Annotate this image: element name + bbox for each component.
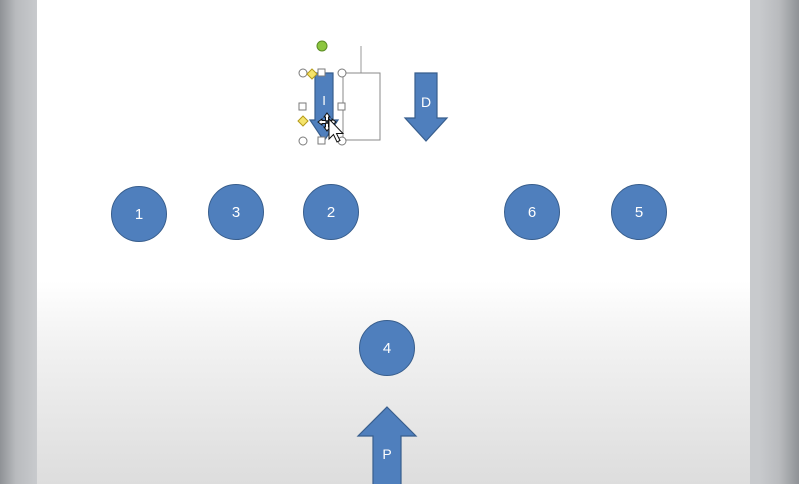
resize-handle-top-left[interactable] (298, 68, 308, 78)
adjust-handle-top[interactable] (306, 68, 318, 80)
circle-label-1: 1 (134, 205, 144, 223)
slide-canvas[interactable]: 1 3 2 6 5 4 D P I (37, 0, 750, 484)
resize-handle-left[interactable] (298, 102, 308, 112)
circle-label-4: 4 (382, 339, 392, 357)
circle-label-2: 2 (326, 203, 336, 221)
circle-shape-1[interactable]: 1 (111, 186, 167, 242)
resize-handle-bottom-left[interactable] (298, 136, 308, 146)
resize-handle-right[interactable] (337, 102, 347, 112)
circle-shape-4[interactable]: 4 (359, 320, 415, 376)
move-cursor-icon (317, 112, 345, 143)
resize-handle-bottom[interactable] (317, 136, 327, 146)
circle-shape-3[interactable]: 3 (208, 184, 264, 240)
adjust-handle-bottom[interactable] (297, 115, 309, 127)
rotation-handle[interactable] (316, 40, 328, 52)
circle-shape-2[interactable]: 2 (303, 184, 359, 240)
circle-label-6: 6 (527, 203, 537, 221)
circle-shape-5[interactable]: 5 (611, 184, 667, 240)
resize-handle-top[interactable] (317, 68, 327, 78)
circle-label-5: 5 (634, 203, 644, 221)
circle-label-3: 3 (231, 203, 241, 221)
circle-shape-6[interactable]: 6 (504, 184, 560, 240)
resize-handle-top-right[interactable] (337, 68, 347, 78)
down-arrow-shape-d[interactable] (403, 72, 449, 142)
up-arrow-shape-p[interactable] (356, 406, 418, 484)
